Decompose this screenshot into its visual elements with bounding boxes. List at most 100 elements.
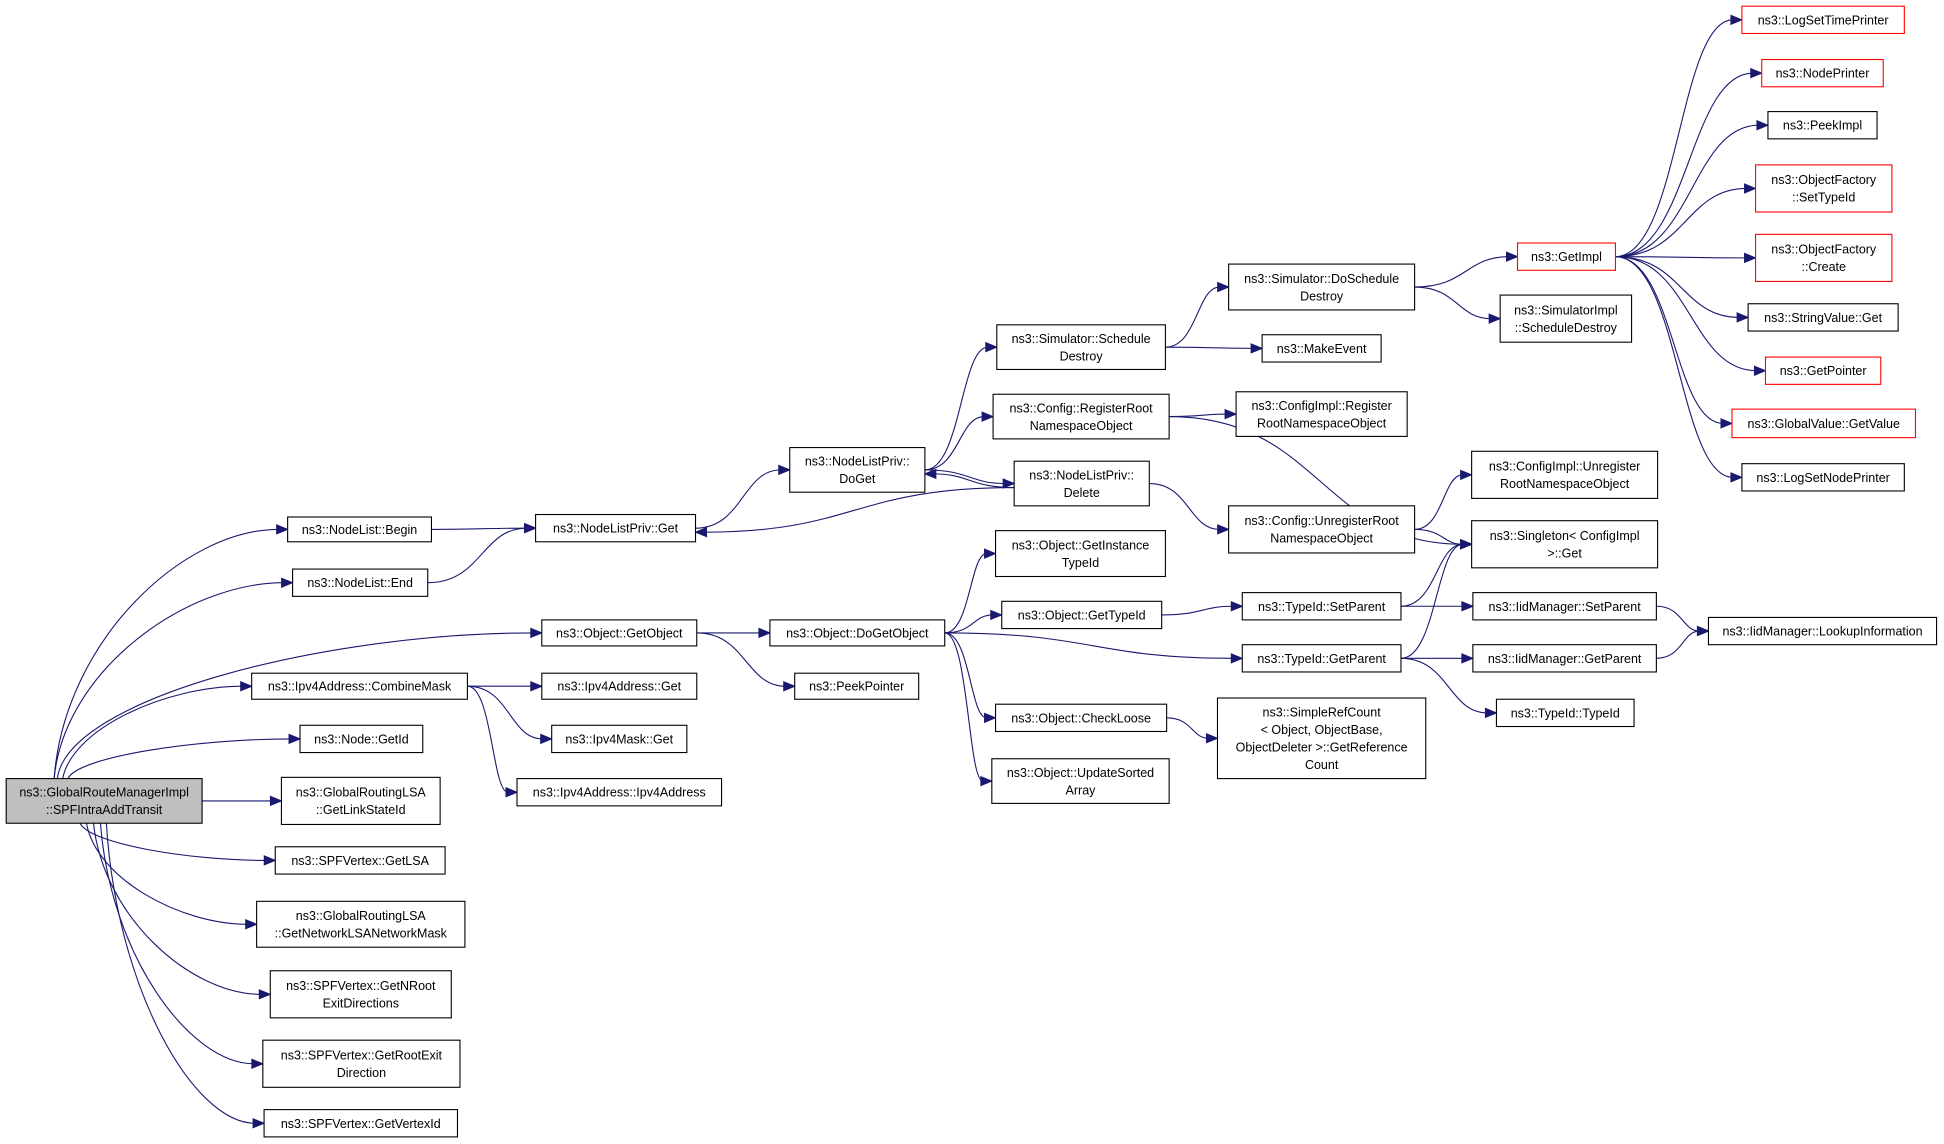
node-box: [1228, 263, 1416, 311]
node-simimpl-schedule-destroy[interactable]: ns3::SimulatorImpl::ScheduleDestroy: [1499, 294, 1633, 343]
node-getpointer[interactable]: ns3::GetPointer: [1764, 356, 1882, 385]
node-makeevent[interactable]: ns3::MakeEvent: [1261, 334, 1382, 363]
edge-root-to-ipv4-combine: [62, 680, 253, 779]
node-logsetnodeprinter[interactable]: ns3::LogSetNodePrinter: [1741, 463, 1905, 492]
arrowhead: [990, 609, 1004, 621]
node-box: [794, 672, 920, 700]
node-simplerefcount[interactable]: ns3::SimpleRefCount< Object, ObjectBase,…: [1216, 697, 1427, 780]
node-label: ns3::GlobalRoutingLSA: [296, 786, 427, 800]
node-obj-checkloose[interactable]: ns3::Object::CheckLoose: [995, 703, 1168, 733]
node-obj-dogetobject[interactable]: ns3::Object::DoGetObject: [769, 619, 946, 647]
arrowhead: [263, 855, 277, 866]
edge-root-to-nl-begin: [53, 524, 289, 779]
node-box: [1241, 592, 1402, 621]
function-nodes: ns3::GlobalRouteManagerImpl::SPFIntraAdd…: [5, 5, 1938, 1138]
arrowhead: [240, 680, 253, 692]
node-ipv4-ctor[interactable]: ns3::Ipv4Address::Ipv4Address: [516, 778, 723, 807]
node-peekimpl[interactable]: ns3::PeekImpl: [1767, 111, 1878, 140]
node-obj-gettypeid[interactable]: ns3::Object::GetTypeId: [1001, 600, 1163, 630]
edge-root-to-spf-nroot: [92, 823, 272, 1000]
node-getimpl[interactable]: ns3::GetImpl: [1516, 242, 1617, 271]
edge-root-to-spf-vertexid: [105, 823, 266, 1129]
node-nlp-doget[interactable]: ns3::NodeListPriv::DoGet: [789, 447, 926, 493]
node-cfg-unregister[interactable]: ns3::Config::UnregisterRootNamespaceObje…: [1228, 505, 1416, 554]
node-stringvalue-get[interactable]: ns3::StringValue::Get: [1747, 303, 1899, 332]
node-box: [269, 970, 452, 1019]
node-nodeprinter[interactable]: ns3::NodePrinter: [1761, 58, 1884, 88]
node-typeid-ctor[interactable]: ns3::TypeId::TypeId: [1495, 698, 1635, 728]
edge-root-to-nl-end: [53, 577, 294, 779]
node-label: Destroy: [1300, 289, 1344, 303]
node-sim-schedule-destroy[interactable]: ns3::Simulator::ScheduleDestroy: [996, 324, 1166, 371]
edge-line: [1656, 605, 1700, 632]
node-nl-begin[interactable]: ns3::NodeList::Begin: [287, 516, 432, 543]
node-iid-lookupinfo[interactable]: ns3::IidManager::LookupInformation: [1707, 616, 1938, 646]
node-iid-getparent[interactable]: ns3::IidManager::GetParent: [1472, 644, 1657, 673]
node-box: [262, 1039, 461, 1088]
node-iid-setparent[interactable]: ns3::IidManager::SetParent: [1472, 592, 1657, 621]
node-typeid-setparent[interactable]: ns3::TypeId::SetParent: [1241, 592, 1402, 621]
edge-ipv4-combine-to-ipv4-ctor: [467, 685, 519, 798]
node-label: ns3::NodePrinter: [1776, 67, 1870, 81]
arrowhead: [1250, 343, 1264, 354]
node-globalvalue-getvalue[interactable]: ns3::GlobalValue::GetValue: [1731, 408, 1917, 439]
node-nlp-delete[interactable]: ns3::NodeListPriv::Delete: [1013, 460, 1150, 507]
node-of-create[interactable]: ns3::ObjectFactory::Create: [1755, 233, 1893, 282]
edge-line: [1615, 19, 1733, 258]
arrowhead: [981, 411, 995, 422]
node-ipv4-get[interactable]: ns3::Ipv4Address::Get: [541, 672, 698, 700]
node-box: [541, 672, 698, 700]
node-ipv4mask-get[interactable]: ns3::Ipv4Mask::Get: [551, 724, 688, 754]
node-grlsa-linkstate[interactable]: ns3::GlobalRoutingLSA::GetLinkStateId: [280, 776, 441, 826]
node-spf-getlsa[interactable]: ns3::SPFVertex::GetLSA: [274, 846, 446, 875]
node-nl-end[interactable]: ns3::NodeList::End: [292, 568, 429, 597]
node-peekpointer[interactable]: ns3::PeekPointer: [794, 672, 920, 700]
node-box: [1001, 600, 1163, 630]
node-obj-getobject[interactable]: ns3::Object::GetObject: [541, 619, 698, 647]
edge-line: [467, 685, 543, 740]
node-label: ::SPFIntraAddTransit: [46, 803, 163, 817]
node-box: [1472, 644, 1657, 673]
node-logsettimeprinter[interactable]: ns3::LogSetTimePrinter: [1741, 5, 1905, 35]
edge-line: [944, 553, 987, 634]
arrowhead: [1488, 313, 1502, 324]
node-box: [535, 513, 697, 543]
arrowhead: [252, 1118, 266, 1129]
node-singleton[interactable]: ns3::Singleton< ConfigImpl>::Get: [1471, 520, 1659, 569]
node-typeid-getparent[interactable]: ns3::TypeId::GetParent: [1241, 644, 1402, 673]
arrowhead: [980, 775, 994, 787]
node-label: ns3::Object::GetTypeId: [1018, 608, 1146, 622]
node-cfgimpl-unregister[interactable]: ns3::ConfigImpl::UnregisterRootNamespace…: [1471, 450, 1659, 499]
node-cfgimpl-register[interactable]: ns3::ConfigImpl::RegisterRootNamespaceOb…: [1235, 391, 1408, 437]
edge-obj-getobject-to-obj-dogetobject: [696, 627, 772, 639]
node-nlp-get[interactable]: ns3::NodeListPriv::Get: [535, 513, 697, 543]
edge-typeid-getparent-to-iid-getparent: [1400, 653, 1475, 664]
arrowhead: [245, 919, 258, 930]
node-label: ns3::NodeListPriv::: [805, 455, 910, 469]
node-label: DoGet: [839, 472, 876, 486]
edge-line: [924, 416, 985, 471]
node-root[interactable]: ns3::GlobalRouteManagerImpl::SPFIntraAdd…: [5, 778, 203, 824]
node-spf-vertexid[interactable]: ns3::SPFVertex::GetVertexId: [263, 1109, 459, 1138]
node-label: ns3::Node::GetId: [314, 732, 409, 746]
edge-line: [1615, 256, 1757, 372]
edge-line: [99, 823, 254, 1065]
node-node-getid[interactable]: ns3::Node::GetId: [299, 724, 424, 754]
node-label: ns3::LogSetNodePrinter: [1756, 471, 1889, 485]
arrowhead: [524, 522, 537, 534]
edge-sim-schedule-destroy-to-sim-doschedule-destroy: [1165, 281, 1230, 348]
node-box: [1013, 460, 1150, 507]
node-box: [263, 1109, 459, 1138]
node-of-settypeid[interactable]: ns3::ObjectFactory::SetTypeId: [1755, 164, 1893, 213]
node-grlsa-netmask[interactable]: ns3::GlobalRoutingLSA::GetNetworkLSANetw…: [256, 900, 466, 948]
edge-line: [1656, 630, 1700, 659]
node-ipv4-combine[interactable]: ns3::Ipv4Address::CombineMask: [251, 672, 468, 700]
edge-line: [944, 632, 987, 719]
node-label: TypeId: [1062, 556, 1100, 570]
